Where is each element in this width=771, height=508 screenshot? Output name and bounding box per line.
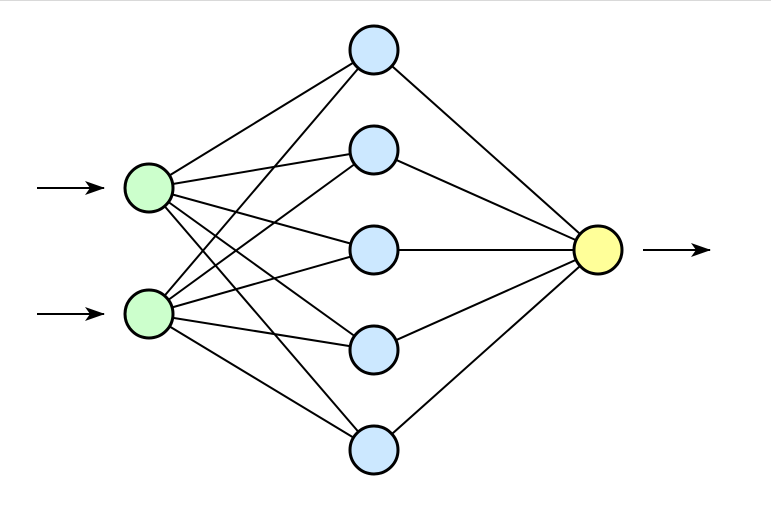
connection-input-0-to-hidden-0 — [148, 49, 375, 189]
connection-input-1-to-hidden-3 — [148, 313, 375, 351]
connection-hidden-4-to-output-0 — [373, 249, 599, 451]
hidden-node-1 — [348, 24, 400, 76]
hidden-node-4 — [348, 324, 400, 376]
connection-input-1-to-hidden-4 — [148, 313, 375, 451]
connection-input-1-to-hidden-1 — [148, 149, 375, 315]
connection-input-1-to-hidden-0 — [148, 49, 375, 315]
arrows — [37, 181, 711, 321]
input-node-2 — [123, 288, 175, 340]
connection-input-1-to-hidden-2 — [148, 249, 375, 315]
connection-input-0-to-hidden-4 — [148, 187, 375, 451]
hidden-node-3 — [348, 224, 400, 276]
connection-hidden-1-to-output-0 — [373, 149, 599, 251]
output-node-1 — [572, 224, 624, 276]
connection-hidden-3-to-output-0 — [373, 249, 599, 351]
connection-input-0-to-hidden-2 — [148, 187, 375, 251]
nodes — [123, 24, 624, 476]
connections — [148, 49, 599, 451]
hidden-node-2 — [348, 124, 400, 176]
connection-input-0-to-hidden-3 — [148, 187, 375, 351]
connection-input-0-to-hidden-1 — [148, 149, 375, 189]
input-node-1 — [123, 162, 175, 214]
connection-hidden-0-to-output-0 — [373, 49, 599, 251]
hidden-node-5 — [348, 424, 400, 476]
top-border — [0, 0, 771, 1]
